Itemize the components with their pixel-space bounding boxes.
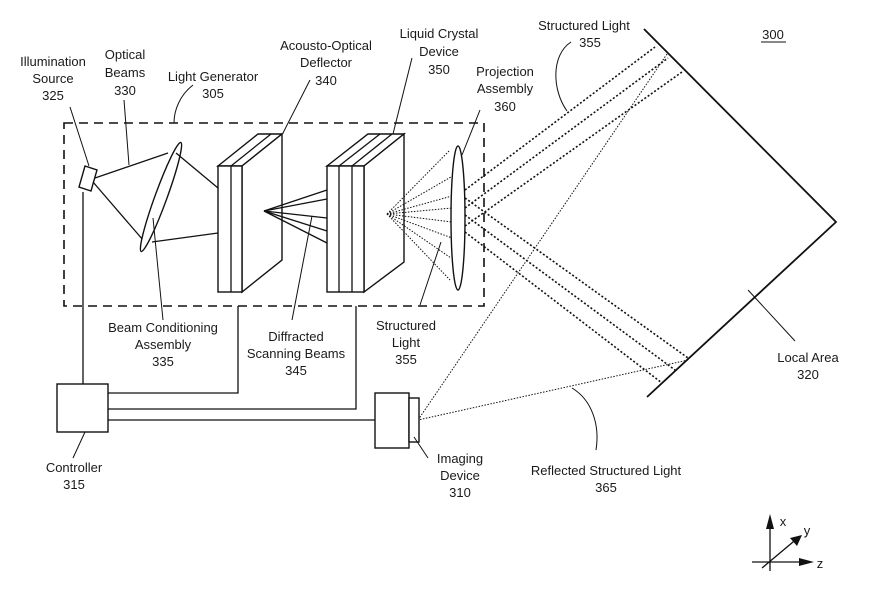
- svg-text:Reflected Structured Light: Reflected Structured Light: [531, 463, 682, 478]
- svg-text:325: 325: [42, 88, 64, 103]
- svg-text:Light Generator: Light Generator: [168, 69, 259, 84]
- svg-text:Assembly: Assembly: [477, 81, 534, 96]
- control-wiring: [82, 192, 375, 421]
- svg-text:Beam Conditioning: Beam Conditioning: [108, 320, 218, 335]
- imaging-device-leader: [413, 436, 429, 459]
- svg-text:355: 355: [395, 352, 417, 367]
- label-diffracted-beams: Diffracted Scanning Beams 345: [247, 329, 346, 378]
- svg-text:Illumination: Illumination: [20, 54, 86, 69]
- projection-assembly-leader: [461, 109, 481, 156]
- beam-conditioning-leader: [152, 217, 164, 321]
- label-illumination-source: Illumination Source 325: [20, 54, 86, 103]
- svg-text:Structured Light: Structured Light: [538, 18, 630, 33]
- y-axis-arrow-icon: [790, 535, 802, 546]
- beam-conditioning-lens: [139, 141, 183, 253]
- lcd-leader: [392, 57, 413, 135]
- svg-text:Light: Light: [392, 335, 421, 350]
- acousto-optical-deflector: [216, 132, 284, 294]
- optical-beams-leader: [123, 99, 130, 166]
- label-structured-light-top: Structured Light 355: [538, 18, 630, 50]
- label-aod: Acousto-Optical Deflector 340: [280, 38, 372, 88]
- local-area-leader: [747, 289, 796, 342]
- illumination-source: [78, 165, 98, 192]
- svg-text:Beams: Beams: [105, 65, 146, 80]
- svg-text:360: 360: [494, 99, 516, 114]
- svg-text:Liquid Crystal: Liquid Crystal: [400, 26, 479, 41]
- controller: [56, 383, 109, 433]
- svg-text:Device: Device: [419, 44, 459, 59]
- svg-text:Diffracted: Diffracted: [268, 329, 323, 344]
- svg-text:z: z: [817, 556, 824, 571]
- svg-text:340: 340: [315, 73, 337, 88]
- svg-text:Projection: Projection: [476, 64, 534, 79]
- y-axis: [761, 536, 800, 569]
- controller-leader: [72, 431, 86, 459]
- svg-text:Source: Source: [32, 71, 73, 86]
- svg-text:Optical: Optical: [105, 47, 146, 62]
- svg-text:Device: Device: [440, 468, 480, 483]
- svg-text:Imaging: Imaging: [437, 451, 483, 466]
- svg-text:350: 350: [428, 62, 450, 77]
- aod-leader: [282, 79, 311, 134]
- svg-text:Local Area: Local Area: [777, 350, 839, 365]
- imaging-device: [374, 392, 420, 449]
- coordinate-axes: x y z: [752, 514, 823, 571]
- reflected-structured-light: [417, 53, 689, 421]
- svg-text:330: 330: [114, 83, 136, 98]
- conditioned-beam-bottom: [151, 232, 219, 243]
- structured-light-top-leader: [555, 41, 572, 112]
- svg-text:355: 355: [579, 35, 601, 50]
- label-lcd: Liquid Crystal Device 350: [400, 26, 479, 77]
- label-local-area: Local Area 320: [777, 350, 839, 382]
- svg-text:x: x: [780, 514, 787, 529]
- svg-text:310: 310: [449, 485, 471, 500]
- liquid-crystal-device: [324, 132, 406, 294]
- svg-text:315: 315: [63, 477, 85, 492]
- reflected-light-leader: [571, 387, 598, 451]
- svg-text:Acousto-Optical: Acousto-Optical: [280, 38, 372, 53]
- structured-light-bottom-leader: [419, 241, 442, 306]
- projection-lens: [450, 145, 466, 291]
- svg-text:305: 305: [202, 86, 224, 101]
- svg-text:Controller: Controller: [46, 460, 103, 475]
- label-beam-conditioning: Beam Conditioning Assembly 335: [108, 320, 218, 369]
- conditioned-beam-top: [175, 152, 219, 189]
- label-imaging-device: Imaging Device 310: [437, 451, 483, 500]
- svg-text:y: y: [804, 523, 811, 538]
- label-light-generator: Light Generator 305: [168, 69, 259, 101]
- svg-text:345: 345: [285, 363, 307, 378]
- svg-text:Assembly: Assembly: [135, 337, 192, 352]
- svg-text:Scanning Beams: Scanning Beams: [247, 346, 346, 361]
- label-optical-beams: Optical Beams 330: [105, 47, 146, 98]
- label-controller: Controller 315: [46, 460, 103, 492]
- label-projection-assembly: Projection Assembly 360: [476, 64, 534, 114]
- projected-structured-light: [464, 46, 689, 384]
- light-generator-box: [63, 122, 485, 307]
- label-reflected-light: Reflected Structured Light 365: [531, 463, 682, 495]
- label-structured-light-bottom: Structured Light 355: [376, 318, 436, 367]
- structured-light-fan: [386, 149, 453, 281]
- z-axis-arrow-icon: [799, 558, 814, 566]
- svg-text:Deflector: Deflector: [300, 55, 353, 70]
- figure-number: 300: [762, 27, 784, 42]
- diffracted-scanning-beams: [263, 189, 328, 244]
- optical-beams: [92, 152, 169, 241]
- illumination-source-leader: [69, 106, 90, 167]
- svg-text:Structured: Structured: [376, 318, 436, 333]
- light-generator-leader: [173, 84, 194, 124]
- svg-text:320: 320: [797, 367, 819, 382]
- x-axis-arrow-icon: [766, 514, 774, 529]
- svg-text:335: 335: [152, 354, 174, 369]
- local-area-surface: [643, 28, 838, 398]
- svg-text:365: 365: [595, 480, 617, 495]
- diffracted-beams-leader: [291, 215, 313, 321]
